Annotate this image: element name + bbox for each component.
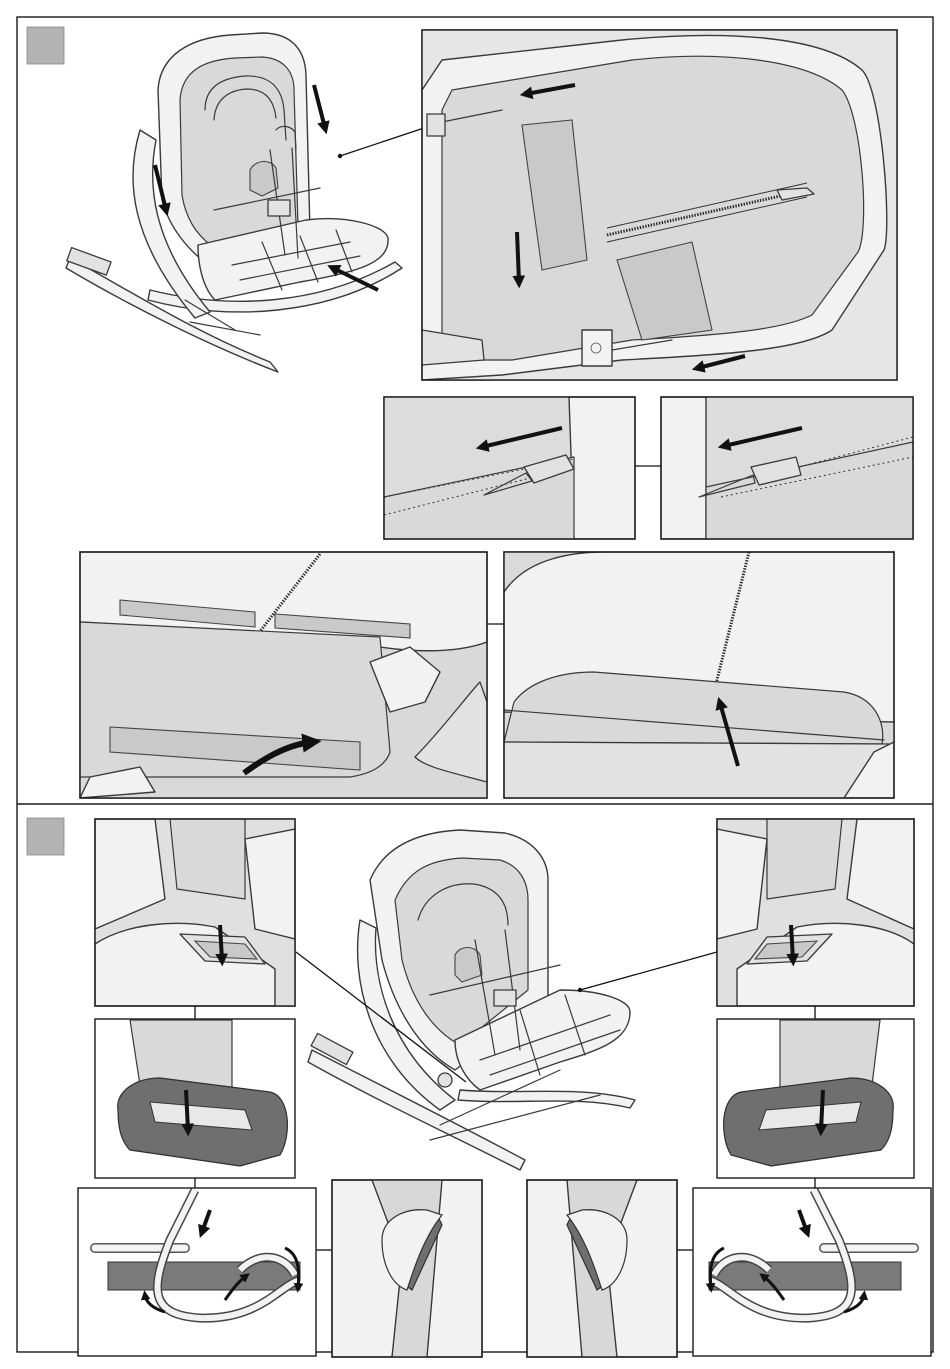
strap-bar-right	[709, 1262, 901, 1290]
step-2-badge	[27, 818, 64, 855]
inset-cover-flap-zip	[504, 552, 894, 798]
strap-webbing-right	[767, 819, 842, 899]
inset-buckle-plate-left	[95, 1019, 295, 1178]
inset-backrest-cover	[422, 30, 897, 380]
step-1-badge	[27, 27, 64, 64]
inset-strap-slot-left	[95, 819, 295, 1006]
inset-strap-clip-left	[332, 1180, 482, 1357]
strap-webbing-left	[170, 819, 245, 899]
inset-cover-flap-bottom	[80, 552, 487, 798]
strap-bar-left	[108, 1262, 300, 1290]
backrest-cover	[180, 57, 298, 246]
backrest-edge-left-zip	[569, 397, 635, 539]
arrow-buckle-left	[186, 1090, 188, 1130]
backrest-edge-right-zip	[661, 397, 706, 539]
center-harness-buckle	[494, 990, 516, 1006]
inset-strap-loop-left	[78, 1188, 316, 1356]
arrow-slot-right	[791, 925, 793, 960]
harness-buckle	[268, 200, 290, 216]
clip-bracket-detail	[582, 330, 612, 366]
inset-buckle-plate-right	[717, 1019, 914, 1178]
arrow-slot-left	[220, 925, 222, 960]
inset-zipper-pull-right	[661, 397, 913, 539]
down-arrow-cover	[517, 232, 519, 282]
inset-strap-loop-right	[693, 1188, 931, 1356]
inset-strap-clip-right	[527, 1180, 677, 1357]
inset-strap-slot-right	[717, 819, 914, 1006]
step-2-section	[27, 818, 931, 1357]
inset-zipper-pull-left	[384, 397, 635, 539]
arrow-buckle-right	[821, 1090, 823, 1130]
center-harness-pad	[455, 948, 482, 983]
